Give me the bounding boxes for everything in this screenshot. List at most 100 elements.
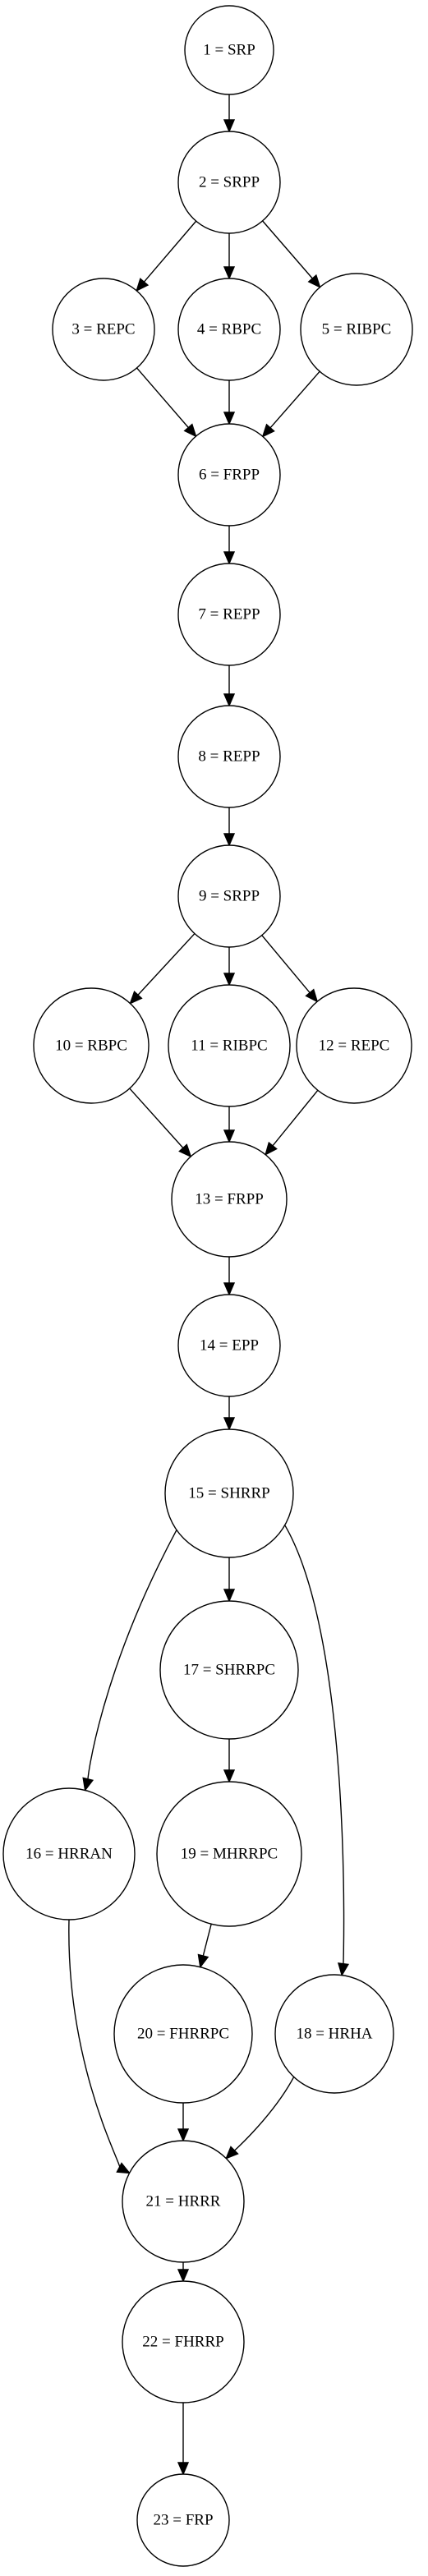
node-circle xyxy=(177,278,281,381)
arrowhead-icon xyxy=(223,973,236,987)
node-label: 13 = FRPP xyxy=(195,1191,264,1208)
arrowhead-icon xyxy=(261,423,275,438)
node-21: 21 = HRRR xyxy=(122,2140,245,2263)
arrowhead-icon xyxy=(223,1769,236,1783)
edge-8-to-9 xyxy=(223,807,236,847)
edge-11-to-13 xyxy=(223,1106,236,1143)
node-9: 9 = SRPP xyxy=(177,844,281,948)
node-label: 1 = SRP xyxy=(203,42,255,59)
node-circle xyxy=(177,563,281,666)
edge-line xyxy=(232,2077,295,2152)
node-circle xyxy=(156,1781,302,1927)
edge-15-to-18 xyxy=(284,1525,350,1977)
arrowhead-icon xyxy=(177,2128,190,2142)
node-17: 17 = SHRRPC xyxy=(159,1600,299,1740)
node-circle xyxy=(136,2473,230,2567)
edges-layer xyxy=(68,94,350,2476)
edge-15-to-16 xyxy=(82,1530,177,1792)
edge-21-to-22 xyxy=(177,2262,190,2283)
node-label: 6 = FRPP xyxy=(199,467,260,484)
arrowhead-icon xyxy=(82,1777,94,1792)
node-label: 17 = SHRRPC xyxy=(183,1662,275,1679)
edge-17-to-19 xyxy=(223,1739,236,1783)
edge-4-to-6 xyxy=(223,380,236,426)
edge-5-to-6 xyxy=(261,370,320,438)
edge-line xyxy=(87,1530,177,1780)
edge-1-to-2 xyxy=(223,94,236,133)
node-12: 12 = REPC xyxy=(296,987,412,1104)
node-label: 12 = REPC xyxy=(319,1037,390,1055)
edge-line xyxy=(129,1088,184,1148)
node-11: 11 = RIBPC xyxy=(168,984,291,1107)
arrowhead-icon xyxy=(265,1141,278,1157)
arrowhead-icon xyxy=(223,1417,236,1431)
node-8: 8 = REPP xyxy=(177,705,281,808)
node-label: 4 = RBPC xyxy=(197,321,261,338)
edge-18-to-21 xyxy=(225,2077,295,2160)
edge-22-to-23 xyxy=(177,2403,190,2476)
node-circle xyxy=(113,1964,253,2104)
node-label: 5 = RIBPC xyxy=(322,321,392,338)
node-1: 1 = SRP xyxy=(184,5,274,95)
edge-9-to-10 xyxy=(129,933,196,1005)
arrowhead-icon xyxy=(223,1589,236,1603)
edge-2-to-4 xyxy=(223,233,236,280)
node-label: 2 = SRPP xyxy=(199,174,260,191)
edge-12-to-13 xyxy=(265,1089,319,1157)
node-15: 15 = SHRRP xyxy=(164,1428,294,1558)
node-16: 16 = HRRAN xyxy=(2,1787,136,1920)
node-6: 6 = FRPP xyxy=(177,423,281,527)
edge-7-to-8 xyxy=(223,665,236,707)
node-label: 11 = RIBPC xyxy=(191,1037,267,1055)
edge-line xyxy=(143,220,197,283)
node-circle xyxy=(177,1294,281,1397)
node-circle xyxy=(177,844,281,948)
node-5: 5 = RIBPC xyxy=(300,273,413,386)
edge-line xyxy=(136,367,189,428)
node-circle xyxy=(52,278,155,381)
nodes-layer: 1 = SRP 2 = SRPP 3 = REPC 4 = RBPC 5 = RIBPC… xyxy=(2,5,413,2567)
node-circle xyxy=(296,987,412,1104)
arrowhead-icon xyxy=(116,2162,131,2174)
edge-line xyxy=(269,370,320,429)
arrowhead-icon xyxy=(223,119,236,133)
edge-20-to-21 xyxy=(177,2103,190,2142)
node-label: 10 = RBPC xyxy=(55,1037,127,1055)
arrowhead-icon xyxy=(223,1282,236,1296)
arrowhead-icon xyxy=(197,1953,209,1969)
edge-2-to-5 xyxy=(262,220,321,288)
node-circle xyxy=(122,2280,245,2404)
arrowhead-icon xyxy=(223,266,236,280)
edge-3-to-6 xyxy=(136,367,197,438)
node-20: 20 = FHRRPC xyxy=(113,1964,253,2104)
edge-line xyxy=(262,220,313,279)
node-circle xyxy=(159,1600,299,1740)
node-4: 4 = RBPC xyxy=(177,278,281,381)
node-circle xyxy=(122,2140,245,2263)
node-label: 22 = FHRRP xyxy=(142,2334,223,2351)
arrowhead-icon xyxy=(178,1143,192,1158)
arrowhead-icon xyxy=(223,833,236,847)
edge-2-to-3 xyxy=(136,220,197,292)
node-3: 3 = REPC xyxy=(52,278,155,381)
edge-16-to-21 xyxy=(68,1919,131,2174)
node-circle xyxy=(2,1787,136,1920)
edge-line xyxy=(202,1924,212,1957)
edge-19-to-20 xyxy=(197,1924,212,1969)
node-label: 18 = HRHA xyxy=(296,2026,372,2043)
arrowhead-icon xyxy=(225,2146,239,2160)
node-22: 22 = FHRRP xyxy=(122,2280,245,2404)
node-circle xyxy=(300,273,413,386)
node-circle xyxy=(274,1974,394,2094)
node-label: 21 = HRRR xyxy=(146,2193,221,2210)
node-label: 7 = REPP xyxy=(198,606,260,623)
node-label: 15 = SHRRP xyxy=(188,1485,269,1502)
arrowhead-icon xyxy=(177,2269,190,2283)
edge-6-to-7 xyxy=(223,526,236,565)
arrowhead-icon xyxy=(177,2462,190,2476)
arrowhead-icon xyxy=(307,274,321,288)
node-label: 23 = FRP xyxy=(153,2512,213,2529)
node-13: 13 = FRPP xyxy=(171,1141,288,1258)
